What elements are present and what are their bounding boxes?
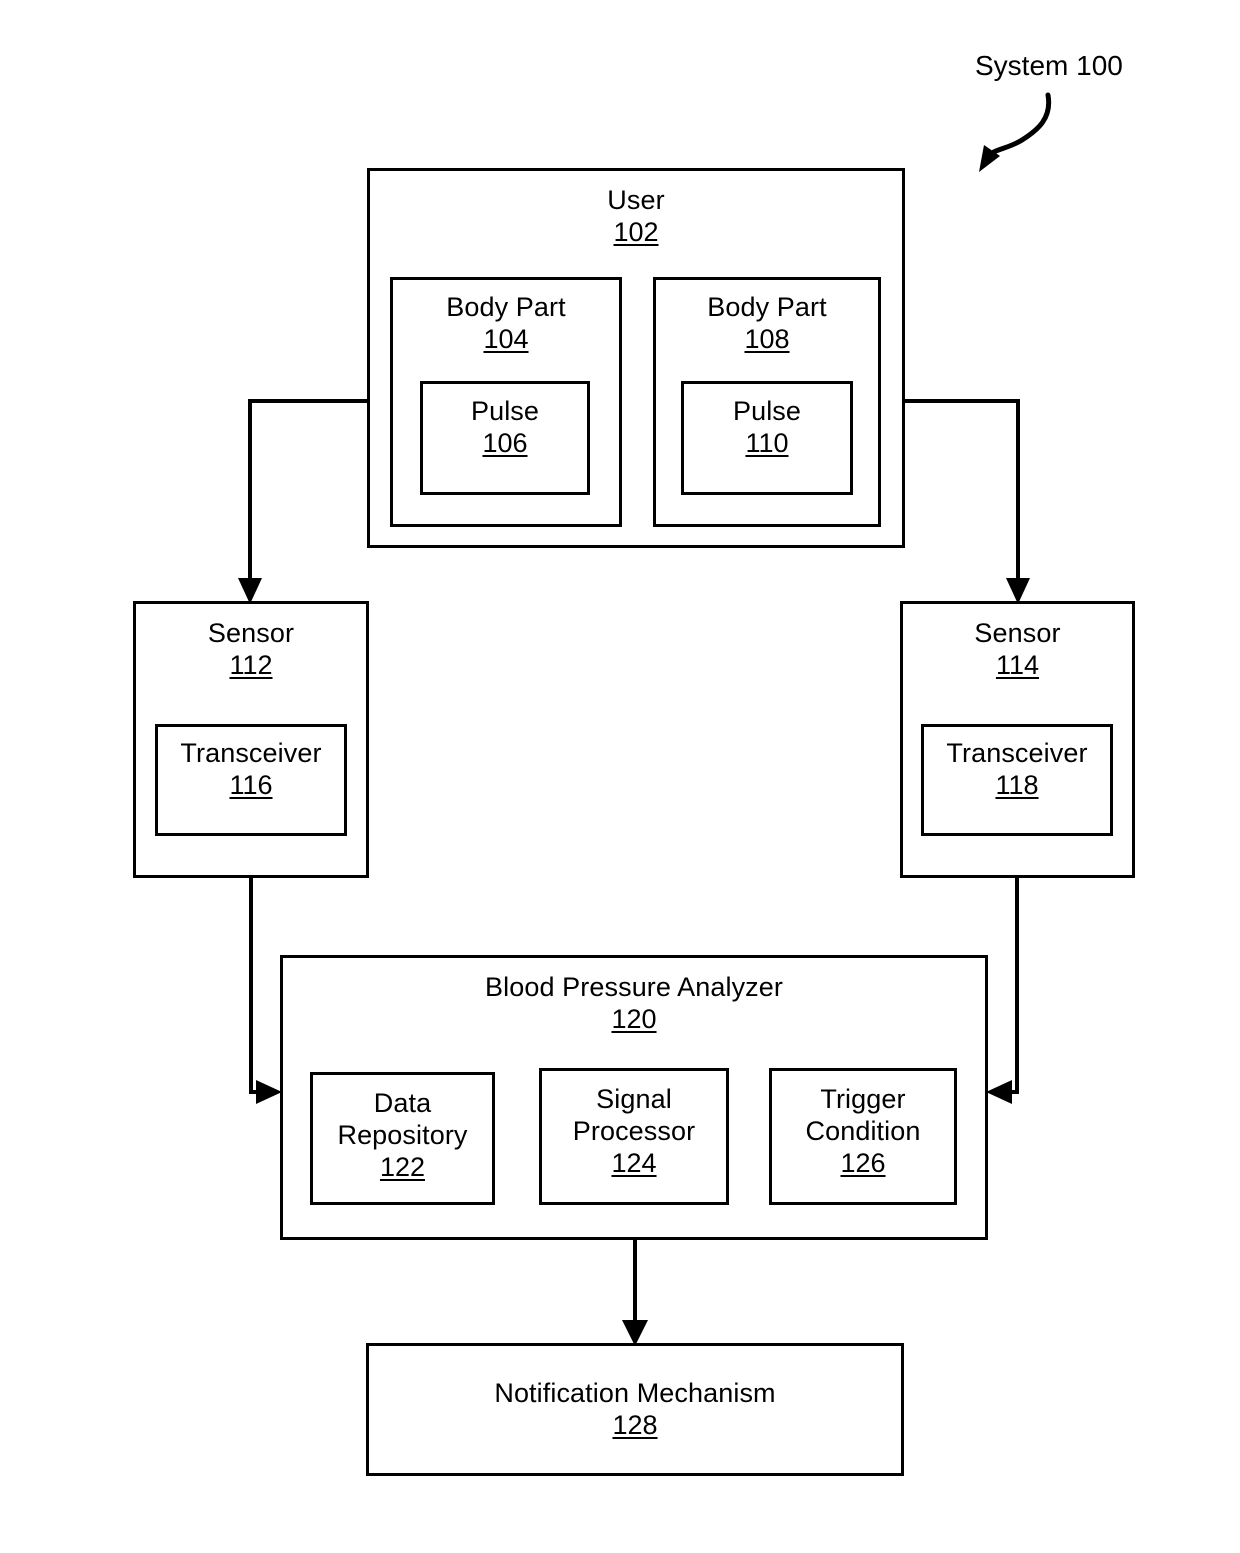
transceiver-118-title: Transceiver <box>946 738 1088 768</box>
pulse-110-box: Pulse 110 <box>681 381 853 495</box>
body-part-108-title: Body Part <box>707 292 827 322</box>
body-part-104-number: 104 <box>483 323 529 354</box>
transceiver-118-box: Transceiver 118 <box>921 724 1113 836</box>
notification-number: 128 <box>612 1409 658 1440</box>
pulse-106-number: 106 <box>482 427 528 458</box>
pulse-106-box: Pulse 106 <box>420 381 590 495</box>
arrowhead-sensor112 <box>238 578 262 604</box>
transceiver-118-number: 118 <box>995 769 1039 800</box>
wire-pulse106-sensor112 <box>248 399 367 588</box>
system-callout-label: System 100 <box>975 50 1123 81</box>
pulse-110-number: 110 <box>745 427 789 458</box>
signal-processor-box: Signal Processor 124 <box>539 1068 729 1205</box>
transceiver-116-title: Transceiver <box>180 738 322 768</box>
trigger-condition-number: 126 <box>840 1147 886 1178</box>
body-part-104-title: Body Part <box>446 292 566 322</box>
body-part-108-number: 108 <box>744 323 790 354</box>
body-part-104-box: Body Part 104 <box>390 277 622 527</box>
pulse-110-title: Pulse <box>732 396 802 426</box>
signal-processor-title: Signal Processor <box>572 1084 696 1146</box>
user-box: User 102 <box>367 168 905 548</box>
data-repository-number: 122 <box>379 1151 426 1182</box>
user-title: User <box>607 185 665 215</box>
sensor-112-box: Sensor 112 <box>133 601 369 878</box>
data-repository-box: Data Repository 122 <box>310 1072 495 1205</box>
arrowhead-analyzer-left <box>256 1080 282 1104</box>
curved-arrow-icon <box>979 92 1052 172</box>
analyzer-number: 120 <box>611 1003 657 1034</box>
sensor-112-number: 112 <box>229 649 273 680</box>
wire-pulse110-sensor114 <box>905 399 1020 588</box>
signal-processor-number: 124 <box>611 1147 657 1178</box>
notification-mechanism-box: Notification Mechanism 128 <box>366 1343 904 1476</box>
arrowhead-sensor114 <box>1006 578 1030 604</box>
notification-title: Notification Mechanism <box>494 1377 776 1408</box>
arrowhead-notification <box>622 1320 648 1346</box>
body-part-108-box: Body Part 108 <box>653 277 881 527</box>
trigger-condition-box: Trigger Condition 126 <box>769 1068 957 1205</box>
transceiver-116-box: Transceiver 116 <box>155 724 347 836</box>
sensor-114-title: Sensor <box>974 618 1061 648</box>
blood-pressure-analyzer-box: Blood Pressure Analyzer 120 <box>280 955 988 1240</box>
analyzer-title: Blood Pressure Analyzer <box>485 972 783 1002</box>
sensor-114-number: 114 <box>995 649 1040 680</box>
user-number: 102 <box>613 216 659 247</box>
trigger-condition-title: Trigger Condition <box>805 1084 921 1146</box>
data-repository-title: Data Repository <box>337 1088 468 1150</box>
transceiver-116-number: 116 <box>229 769 273 800</box>
pulse-106-title: Pulse <box>470 396 540 426</box>
sensor-112-title: Sensor <box>207 618 295 648</box>
sensor-114-box: Sensor 114 <box>900 601 1135 878</box>
arrowhead-analyzer-right <box>986 1080 1012 1104</box>
